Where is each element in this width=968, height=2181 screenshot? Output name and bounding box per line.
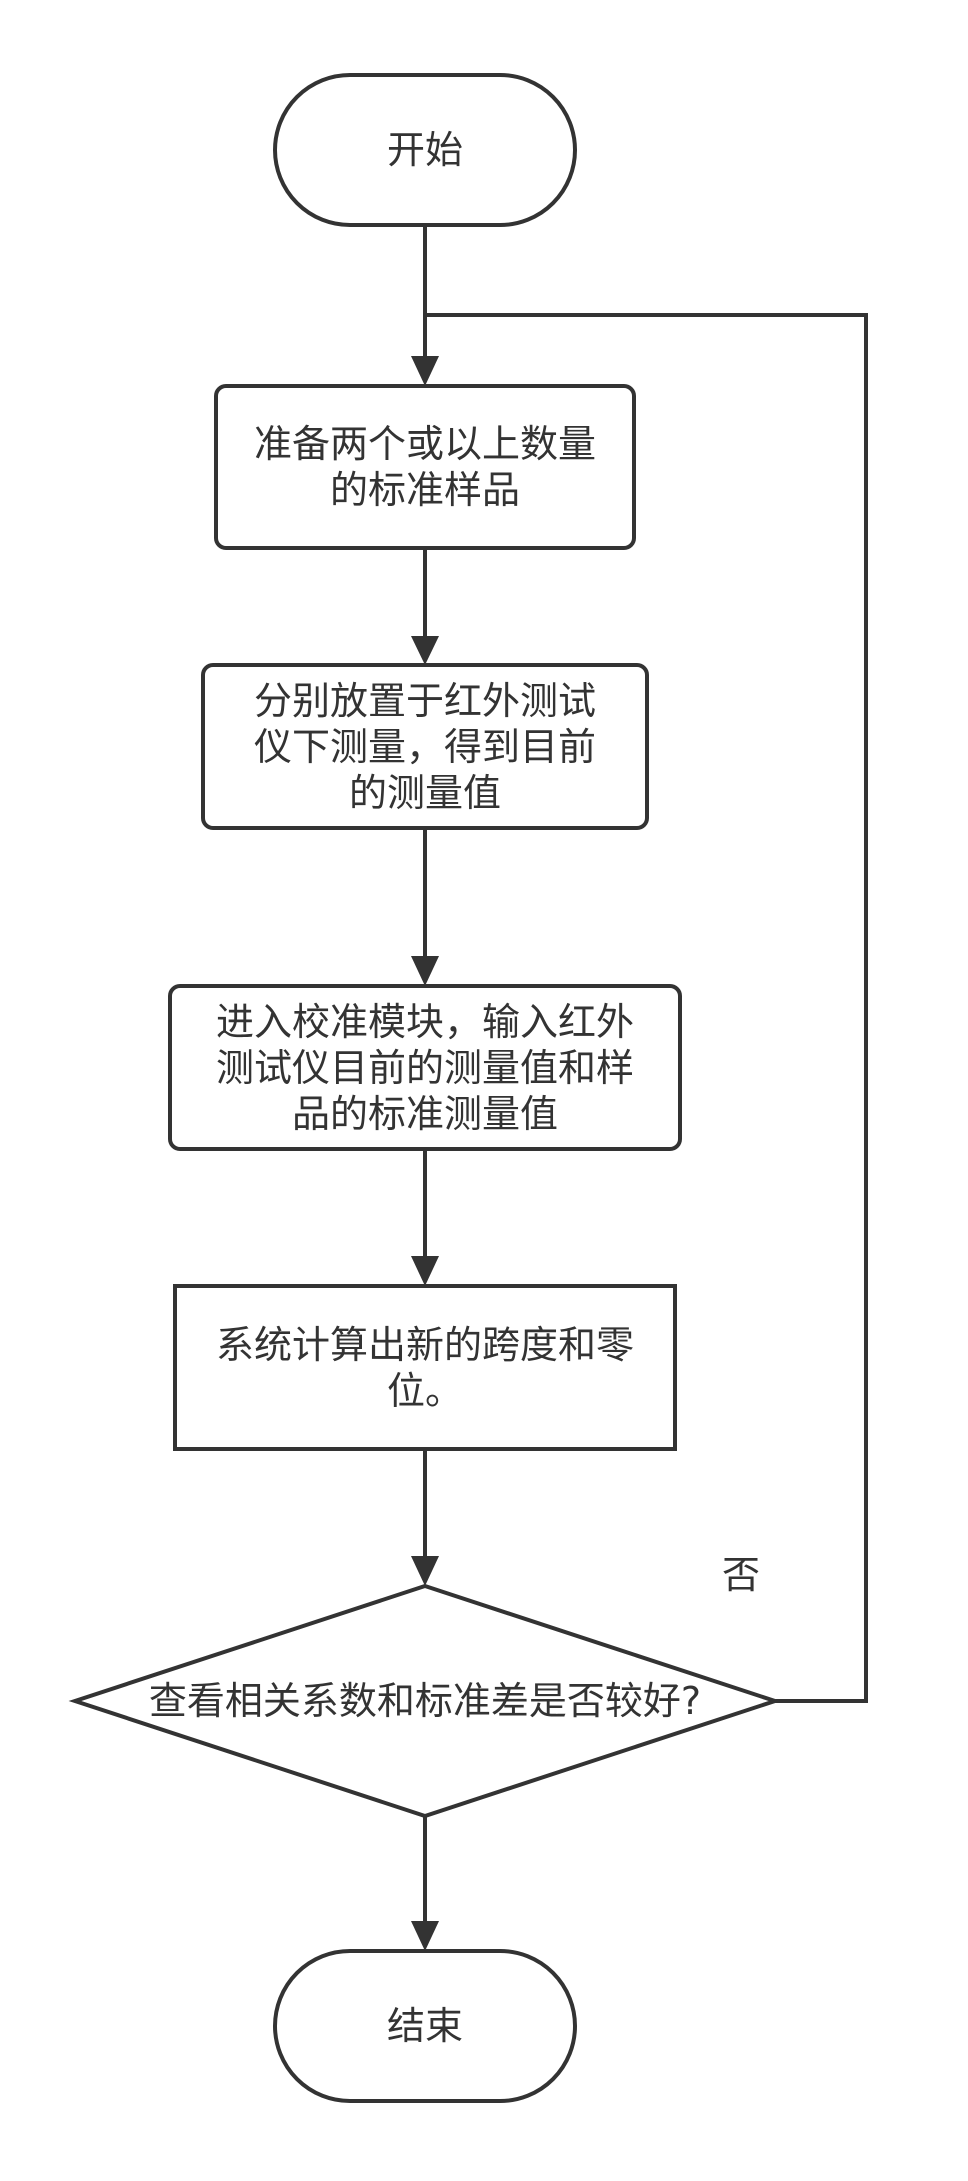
nodes [68,73,782,2103]
arrowhead-measure-to-input [411,956,439,986]
arrowhead-input-to-compute [411,1256,439,1286]
edges [411,225,868,1951]
node-measure-shape [201,663,649,830]
node-start-shape [273,73,577,227]
arrowhead-prepare-to-measure [411,636,439,665]
edge-label-no: 否 [722,1553,761,1597]
arrowhead-compute-to-check [411,1556,439,1586]
edge-check-to-prepare-loop [425,313,868,1703]
arrowhead-start-to-prepare [411,356,439,386]
node-input-shape [168,984,682,1151]
arrowhead-check-to-end [411,1921,439,1951]
node-prepare-shape [214,384,636,550]
node-end-shape [273,1949,577,2103]
node-check-shape [68,1583,782,1819]
node-compute-shape [173,1284,677,1451]
